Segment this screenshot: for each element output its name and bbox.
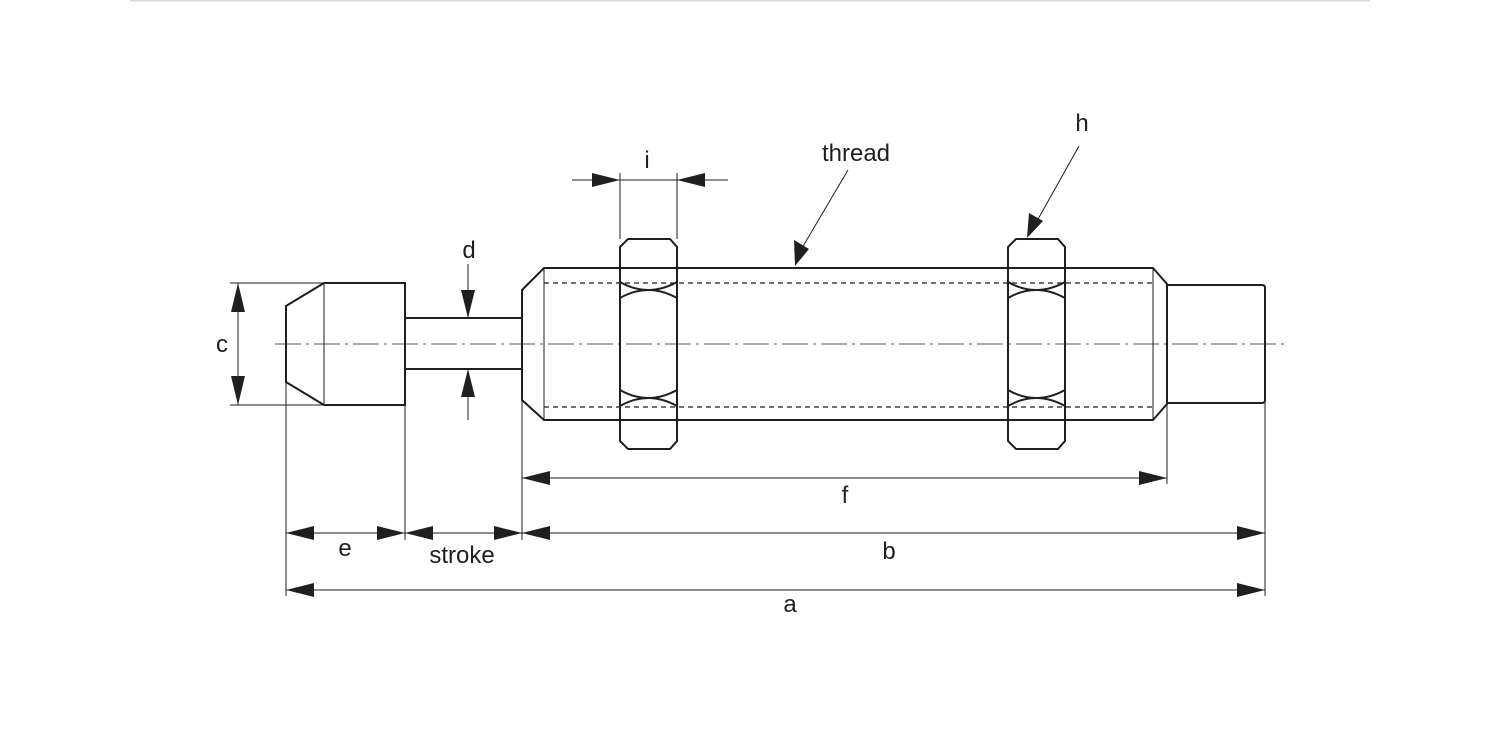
- leader-thread: [794, 169, 849, 266]
- label-h: h: [1075, 110, 1088, 137]
- dimension-c: [231, 283, 245, 405]
- label-c: c: [216, 331, 228, 358]
- label-f: f: [842, 482, 849, 509]
- piston-rod: [405, 317, 522, 370]
- label-e: e: [338, 535, 351, 562]
- hex-nut-right: [1007, 238, 1066, 450]
- label-i: i: [644, 147, 649, 174]
- dimension-a: [286, 583, 1265, 597]
- label-stroke: stroke: [429, 542, 494, 569]
- label-d: d: [462, 237, 475, 264]
- end-stub: [1167, 284, 1266, 404]
- label-thread: thread: [822, 140, 890, 167]
- extension-lines: [230, 173, 1266, 596]
- dimension-d: [461, 264, 475, 420]
- leader-h: [1027, 145, 1080, 238]
- label-a: a: [783, 591, 797, 618]
- dimension-i: [572, 173, 728, 187]
- label-b: b: [882, 538, 895, 565]
- dimension-f: [522, 471, 1167, 485]
- hex-nut-left: [619, 238, 678, 450]
- dimension-e-stroke-b: [286, 526, 1265, 540]
